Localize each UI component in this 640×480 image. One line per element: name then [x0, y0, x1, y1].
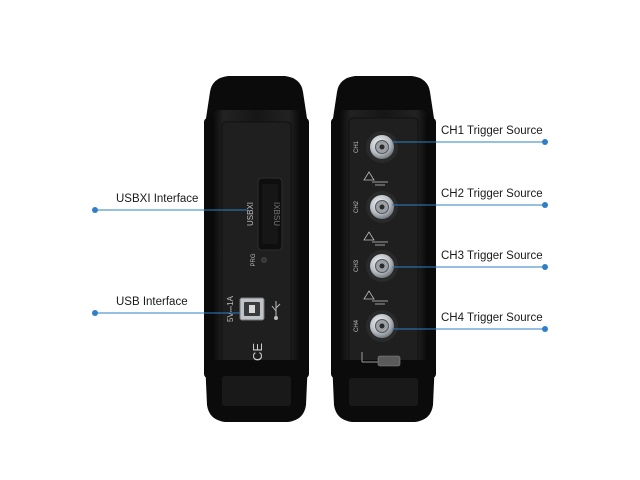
usbxi-port-text: USBXI [246, 202, 255, 226]
dot-ch1 [542, 139, 548, 145]
dot-usb [92, 310, 98, 316]
leader-lines [95, 141, 545, 330]
dot-usbxi [92, 207, 98, 213]
ce-mark: CE [250, 343, 265, 361]
callout-usbxi-interface: USBXI Interface [116, 193, 199, 205]
bnc-ch1 [366, 131, 398, 163]
usb-icon [271, 301, 281, 320]
power-text: 5V⎓1A [226, 295, 235, 322]
callout-ch4-trigger-source: CH4 Trigger Source [441, 312, 543, 324]
left-device: IXBSU USBXI PRG 5V⎓1A CE [204, 76, 309, 422]
bnc-ch2 [366, 191, 398, 223]
leader-dots [92, 139, 548, 332]
callout-ch2-trigger-source: CH2 Trigger Source [441, 188, 543, 200]
dot-ch2 [542, 202, 548, 208]
callout-ch1-trigger-source: CH1 Trigger Source [441, 125, 543, 137]
ground-terminal [377, 355, 401, 367]
usb-port [239, 297, 265, 321]
bnc-ch4 [366, 310, 398, 342]
caution-icon [363, 171, 375, 300]
ch1-label: CH1 [354, 140, 360, 153]
right-device: CH1 CH2 CH3 CH4 [331, 76, 436, 422]
callout-usb-interface: USB Interface [116, 296, 188, 308]
bnc-ch3 [366, 250, 398, 282]
dot-ch4 [542, 326, 548, 332]
ground-icon [361, 181, 388, 363]
prg-text: PRG [251, 253, 257, 266]
prg-button [261, 257, 267, 263]
callout-ch3-trigger-source: CH3 Trigger Source [441, 250, 543, 262]
usbxi-port: IXBSU USBXI [246, 177, 283, 251]
ch3-label: CH3 [354, 259, 360, 272]
usbxi-cover-text: IXBSU [272, 202, 281, 226]
dot-ch3 [542, 264, 548, 270]
ch2-label: CH2 [354, 200, 360, 213]
ch4-label: CH4 [354, 319, 360, 332]
